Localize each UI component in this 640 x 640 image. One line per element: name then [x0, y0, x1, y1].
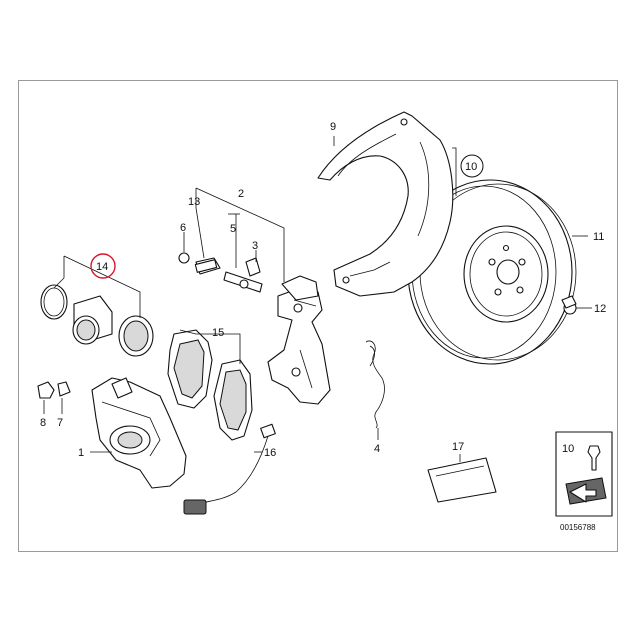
label-15[interactable]: 15	[212, 327, 224, 339]
label-11[interactable]: 11	[593, 231, 604, 243]
label-14[interactable]: 14	[96, 261, 108, 273]
inset-bolt-box	[555, 431, 613, 517]
brake-wear-sensor	[183, 423, 276, 515]
disc-screw	[561, 295, 577, 315]
label-10[interactable]: 10	[465, 161, 477, 173]
label-6[interactable]: 6	[180, 222, 186, 234]
inset-label-circle	[460, 154, 484, 178]
label-17[interactable]: 17	[452, 441, 464, 453]
diagram-frame	[18, 80, 618, 552]
label-4[interactable]: 4	[374, 443, 380, 455]
label-2[interactable]: 2	[238, 188, 244, 200]
leader-lines	[43, 136, 592, 462]
inset-label-10[interactable]: 10	[562, 443, 574, 455]
label-13[interactable]: 13	[188, 196, 200, 208]
label-7[interactable]: 7	[57, 417, 63, 429]
caliper-carrier	[267, 275, 331, 405]
label-8[interactable]: 8	[40, 417, 46, 429]
label-12[interactable]: 12	[594, 303, 606, 315]
caliper-housing	[91, 377, 187, 489]
brake-pads	[167, 329, 253, 441]
label-16[interactable]: 16	[264, 447, 276, 459]
guide-pins	[178, 252, 263, 293]
grease-packet	[427, 457, 497, 503]
piston-seal-kit	[40, 284, 154, 357]
label-9[interactable]: 9	[330, 121, 336, 133]
anti-rattle-spring	[365, 340, 385, 429]
label-1[interactable]: 1	[78, 447, 84, 459]
reference-code: 00156788	[560, 523, 596, 532]
label-5[interactable]: 5	[230, 223, 236, 235]
brake-dust-shield	[317, 111, 454, 297]
label-3[interactable]: 3	[252, 240, 258, 252]
bleeder-screw-and-cap	[37, 381, 71, 399]
highlight-circle	[90, 253, 116, 279]
